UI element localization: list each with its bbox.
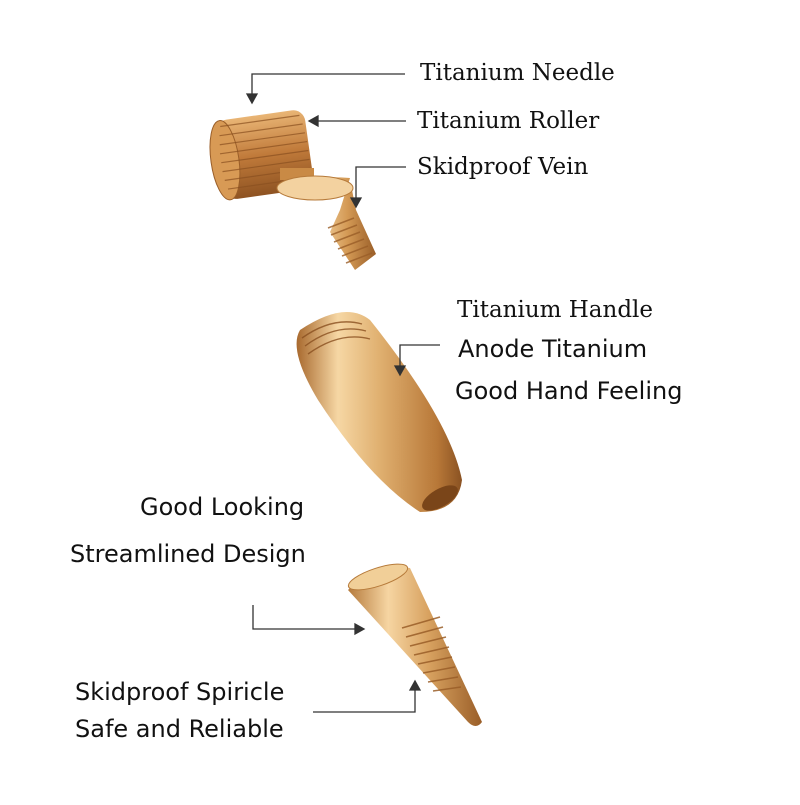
handle-part: [296, 312, 462, 512]
label-anode-titanium: Anode Titanium: [458, 335, 648, 363]
label-streamlined-design: Streamlined Design: [70, 540, 306, 568]
skidproof-spiricle-shape: [348, 566, 482, 726]
tip-part: [347, 563, 482, 726]
label-skidproof-vein: Skidproof Vein: [417, 154, 589, 180]
label-good-looking: Good Looking: [140, 493, 305, 521]
label-skidproof-spiricle: Skidproof Spiricle: [75, 678, 285, 706]
label-safe-and-reliable: Safe and Reliable: [75, 715, 284, 743]
titanium-handle-shape: [296, 312, 462, 512]
label-titanium-handle: Titanium Handle: [457, 297, 654, 323]
label-titanium-roller: Titanium Roller: [417, 108, 600, 134]
leader-lines: [245, 73, 440, 713]
label-good-hand-feeling: Good Hand Feeling: [455, 377, 683, 405]
label-titanium-needle: Titanium Needle: [420, 60, 615, 86]
roller-head-part: [209, 110, 376, 270]
